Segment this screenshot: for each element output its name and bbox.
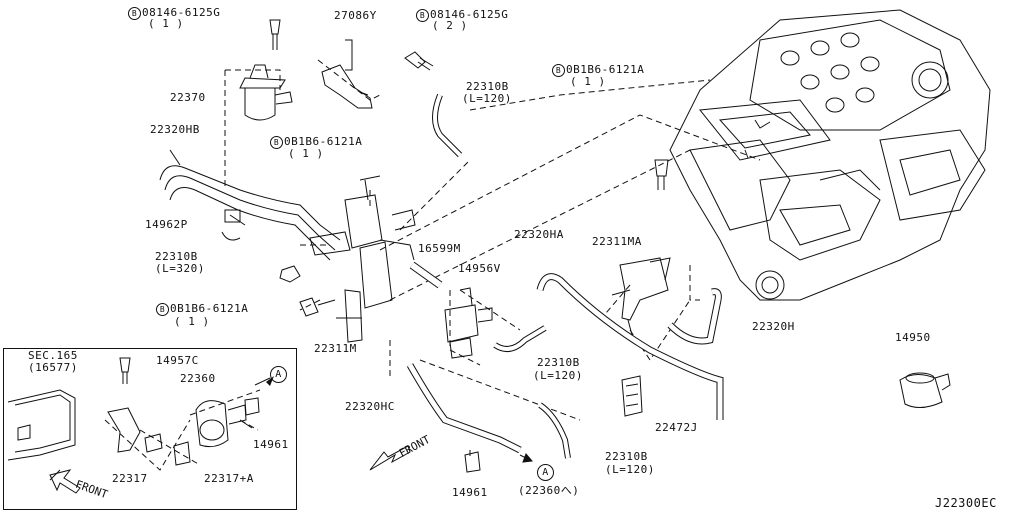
- label-14961-bottom: 14961: [452, 486, 488, 499]
- label-22310b-mid-len: (L=120): [533, 369, 583, 382]
- bolt-symbol: B: [270, 136, 283, 149]
- label-22311m: 22311M: [314, 342, 357, 355]
- sub-label-22317a: 22317+A: [204, 472, 254, 485]
- part-number: 08146-6125G: [430, 8, 509, 21]
- sub-label-14957c: 14957C: [156, 354, 199, 367]
- sub-sec-code: (16577): [28, 361, 78, 374]
- sensor-14950: [899, 372, 951, 408]
- label-bolt-2-qty: ( 2 ): [432, 19, 468, 32]
- sub-label-14961: 14961: [253, 438, 289, 451]
- label-22370: 22370: [170, 91, 206, 104]
- bolt-symbol: B: [128, 7, 141, 20]
- label-22320hb: 22320HB: [150, 123, 200, 136]
- bolt-symbol: B: [156, 303, 169, 316]
- sub-label-22360: 22360: [180, 372, 216, 385]
- front-arrow-main: [369, 445, 411, 471]
- engine-assembly: [669, 9, 991, 301]
- label-27086y: 27086Y: [334, 9, 377, 22]
- bolt-symbol: B: [416, 9, 429, 22]
- label-22320ha: 22320HA: [514, 228, 564, 241]
- part-number: 0B1B6-6121A: [284, 135, 363, 148]
- label-16599m: 16599M: [418, 242, 461, 255]
- subview-drawing: [7, 357, 271, 481]
- valve-block: [309, 175, 416, 343]
- label-22320h: 22320H: [752, 320, 795, 333]
- front-arrow-sub: [49, 469, 81, 494]
- ref-a-symbol: A: [537, 464, 554, 481]
- sensor-22370: [239, 19, 293, 121]
- sub-ref-a: A: [270, 366, 287, 383]
- bolt-symbol: B: [552, 64, 565, 77]
- label-22310b-top-len: (L=120): [462, 92, 512, 105]
- sub-label-22317: 22317: [112, 472, 148, 485]
- ref-a-main: A: [537, 464, 554, 481]
- hose-22320hb: [159, 149, 341, 261]
- label-22310b-top: 22310B: [466, 80, 509, 93]
- part-number: 08146-6125G: [142, 6, 221, 19]
- ref-a-symbol: A: [270, 366, 287, 383]
- ref-a-text: (22360へ): [518, 484, 580, 497]
- part-number: 0B1B6-6121A: [566, 63, 645, 76]
- bracket-27086y: [321, 39, 373, 109]
- label-14956v: 14956V: [458, 262, 501, 275]
- label-22320hc: 22320HC: [345, 400, 395, 413]
- label-14950: 14950: [895, 331, 931, 344]
- label-22311ma: 22311MA: [592, 235, 642, 248]
- label-22310b-mid: 22310B: [537, 356, 580, 369]
- sub-sec-title: SEC.165: [28, 349, 78, 362]
- label-14962p: 14962P: [145, 218, 188, 231]
- part-number: 0B1B6-6121A: [170, 302, 249, 315]
- label-22310b-left-len: (L=320): [155, 262, 205, 275]
- label-bolt-1-qty: ( 1 ): [148, 17, 184, 30]
- label-bolt-5-qty: ( 1 ): [174, 315, 210, 328]
- label-22472j: 22472J: [655, 421, 698, 434]
- label-22310b-right-len: (L=120): [605, 463, 655, 476]
- bracket-22311ma: [611, 257, 671, 336]
- label-bolt-3-qty: ( 1 ): [570, 75, 606, 88]
- label-22310b-right: 22310B: [605, 450, 648, 463]
- diagram-code: J22300EC: [935, 496, 997, 510]
- label-bolt-4-qty: ( 1 ): [288, 147, 324, 160]
- label-22310b-left: 22310B: [155, 250, 198, 263]
- solenoid-14956v: [444, 287, 493, 359]
- detail-view-frame: [3, 348, 297, 510]
